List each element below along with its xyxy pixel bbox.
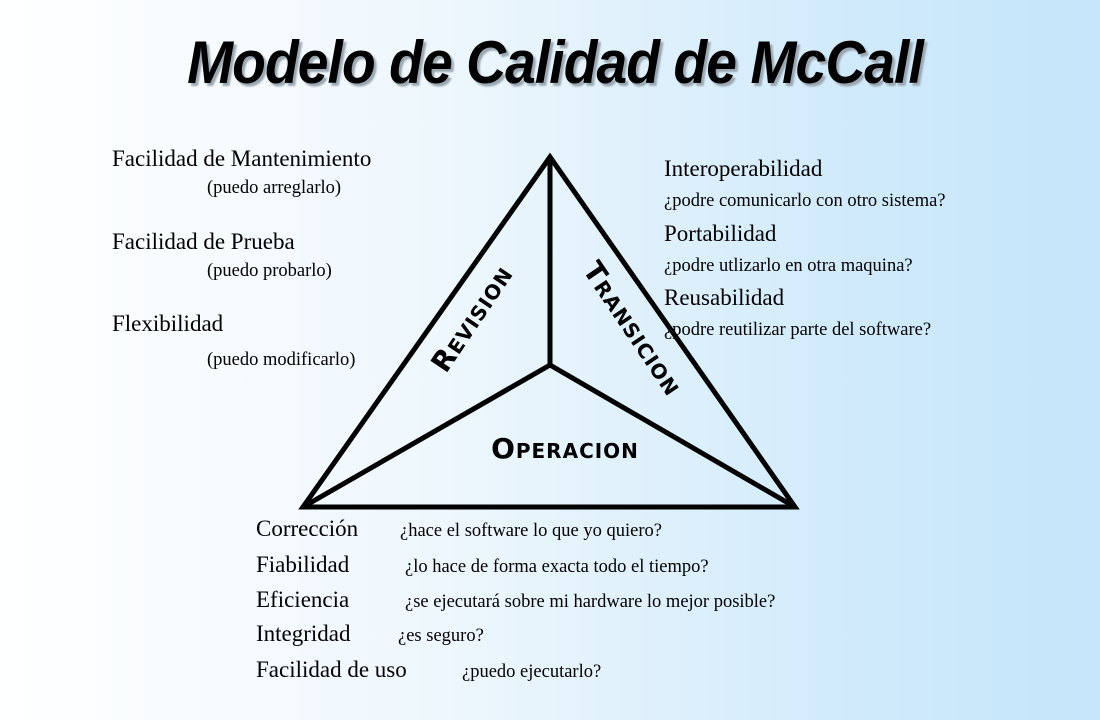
factor-question: ¿es seguro? — [398, 626, 484, 646]
triangle-outline — [298, 152, 800, 510]
factor-name: Facilidad de Prueba — [112, 229, 295, 254]
factor-question: ¿se ejecutará sobre mi hardware lo mejor… — [405, 592, 776, 612]
factor-name: Eficiencia — [256, 587, 350, 612]
factor-question: ¿hace el software lo que yo quiero? — [400, 521, 662, 541]
slide-title: Modelo de Calidad de McCall — [187, 29, 924, 96]
factor-name: Integridad — [256, 621, 351, 646]
divider-right — [548, 362, 797, 510]
factor-name: Facilidad de Mantenimiento — [112, 146, 372, 171]
factor-question: (puedo modificarlo) — [207, 350, 356, 370]
factor-name: Interoperabilidad — [664, 156, 823, 181]
factor-name: Flexibilidad — [112, 311, 224, 336]
factor-question: ¿podre utlizarlo en otra maquina? — [664, 256, 913, 276]
factor-name: Reusabilidad — [664, 285, 785, 310]
factor-name: Portabilidad — [664, 221, 777, 246]
factor-name: Fiabilidad — [256, 552, 350, 577]
factor-question: ¿podre comunicarlo con otro sistema? — [664, 191, 946, 211]
factor-question: ¿lo hace de forma exacta todo el tiempo? — [405, 557, 709, 577]
label-operacion: Operacion — [491, 432, 639, 465]
factor-question: (puedo arreglarlo) — [207, 178, 342, 198]
divider-left — [301, 362, 552, 510]
factor-question: (puedo probarlo) — [207, 261, 332, 281]
factor-name: Corrección — [256, 516, 359, 541]
factor-name: Facilidad de uso — [256, 657, 407, 682]
factor-question: ¿podre reutilizar parte del software? — [664, 320, 932, 340]
factor-question: ¿puedo ejecutarlo? — [462, 662, 602, 682]
